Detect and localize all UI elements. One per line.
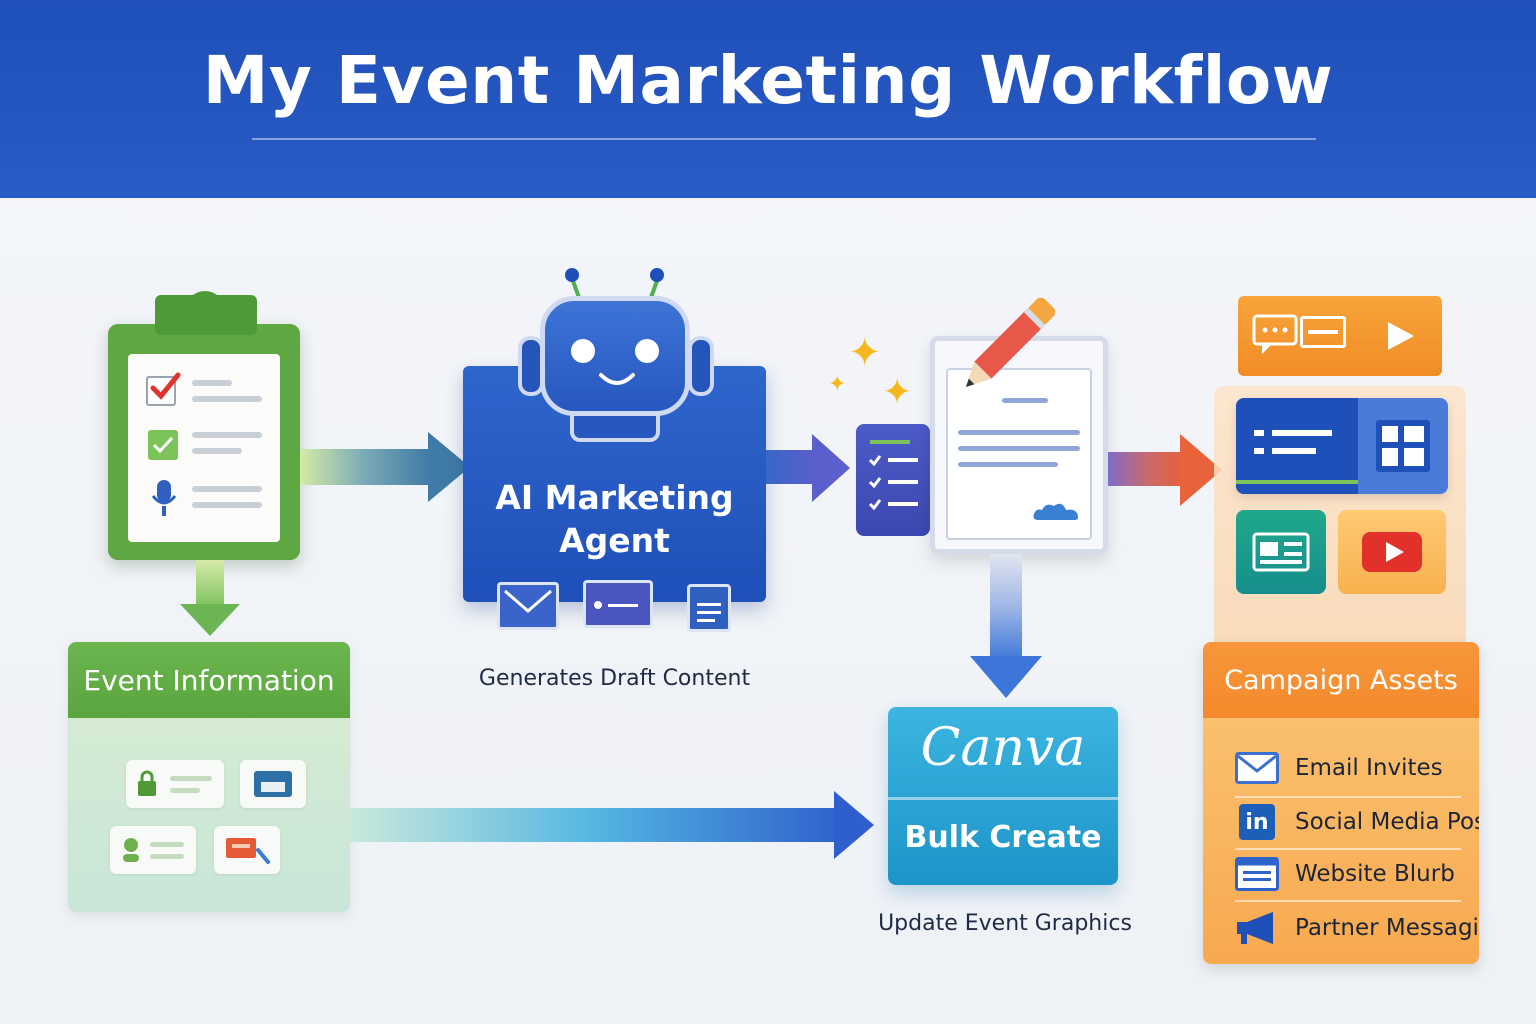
robot-eye-right <box>635 339 659 363</box>
newspaper-icon <box>1252 532 1310 572</box>
arrow-down-shaft <box>196 560 224 606</box>
campaign-assets-panel: Campaign Assets Email Invites in Social … <box>1203 642 1479 964</box>
arrow-down-head <box>180 604 240 636</box>
asset-website-blurb: Website Blurb <box>1235 848 1461 900</box>
envelope-icon <box>1235 750 1279 786</box>
linkedin-icon: in <box>1235 804 1279 840</box>
agent-label-line2: Agent <box>559 521 670 560</box>
page-title: My Event Marketing Workflow <box>202 42 1334 119</box>
arrow-right-long-shaft <box>350 808 836 842</box>
campaign-assets-label: Campaign Assets <box>1203 642 1479 718</box>
checklist-line <box>192 448 242 454</box>
megaphone-icon <box>1235 910 1279 946</box>
webpage-icon <box>1235 856 1279 892</box>
task-list-icon <box>868 455 918 511</box>
sparkle-icon: ✦ <box>882 372 913 413</box>
lock-icon <box>138 770 156 796</box>
robot-ear-right <box>688 336 714 396</box>
arrow-to-assets-shaft <box>1108 452 1184 486</box>
checklist-line <box>192 502 262 508</box>
asset-email-invites: Email Invites <box>1235 742 1461 794</box>
document-icon <box>687 584 731 632</box>
bulk-create-label: Bulk Create <box>904 820 1102 855</box>
robot-icon <box>540 296 690 416</box>
red-check-icon <box>150 372 181 400</box>
checklist-line <box>192 380 232 386</box>
asset-divider <box>1235 848 1461 850</box>
checklist-card-icon <box>856 424 930 536</box>
event-information-label: Event Information <box>68 642 350 718</box>
arrow-right-long-head <box>834 791 874 859</box>
antenna-ball-right <box>650 268 664 282</box>
asset-divider <box>1235 796 1461 798</box>
browser-window-icon <box>583 580 653 628</box>
video-play-icon <box>1362 532 1422 572</box>
robot-neck <box>570 412 660 442</box>
sparkle-icon-small: ✦ <box>828 372 847 397</box>
agent-caption: Generates Draft Content <box>478 666 751 691</box>
asset-partner-messaging: Partner Messaging <box>1235 902 1479 954</box>
video-card <box>1338 510 1446 594</box>
calendar-icon <box>254 771 292 797</box>
event-information-panel: Event Information <box>68 642 350 912</box>
clipboard-clip <box>155 295 257 335</box>
canva-bulk-create-box <box>888 707 1118 885</box>
canva-divider <box>888 797 1118 800</box>
microphone-icon <box>151 480 177 516</box>
checklist-line <box>192 396 262 402</box>
white-check-icon <box>152 436 174 454</box>
arrow-to-canva-head <box>970 656 1042 698</box>
title-divider <box>252 138 1316 140</box>
info-card-person <box>110 826 196 874</box>
video-chat-card <box>1238 296 1442 376</box>
checklist-line <box>192 432 262 438</box>
cloud-icon <box>1033 503 1078 520</box>
clipboard-icon <box>108 324 300 560</box>
antenna-ball-left <box>565 268 579 282</box>
robot-eye-left <box>571 339 595 363</box>
play-icon <box>1388 322 1414 350</box>
arrow-to-canva-shaft <box>990 554 1022 660</box>
checkbox-green-icon <box>148 430 178 460</box>
arrow-right-shaft <box>300 449 430 485</box>
person-icon <box>123 838 139 862</box>
checklist-line <box>192 486 262 492</box>
info-card-ticket <box>214 826 280 874</box>
draft-document-page <box>946 368 1092 540</box>
agent-label-line1: AI Marketing <box>495 478 734 517</box>
layout-grid-icon <box>1376 420 1430 472</box>
info-card-calendar <box>240 760 306 808</box>
pencil-icon <box>965 297 1056 388</box>
sparkle-icon: ✦ <box>848 330 882 376</box>
ticket-icon <box>226 838 270 864</box>
email-icon <box>497 582 559 630</box>
header-banner <box>0 0 1536 198</box>
clipboard-paper <box>128 354 280 542</box>
info-card-lock <box>126 760 224 808</box>
canva-caption: Update Event Graphics <box>878 911 1132 936</box>
canva-logo: Canva <box>920 718 1086 778</box>
arrow-to-draft-shaft <box>766 450 816 484</box>
website-panel-left <box>1236 398 1358 494</box>
asset-divider <box>1235 900 1461 902</box>
arrow-to-draft-head <box>812 434 850 502</box>
robot-smile <box>599 373 635 385</box>
news-article-card <box>1236 510 1326 594</box>
chat-bubble-icon <box>1252 314 1298 354</box>
asset-social-media-post: in Social Media Post <box>1235 796 1479 848</box>
ai-marketing-agent-label: AI Marketing Agent <box>463 476 766 562</box>
